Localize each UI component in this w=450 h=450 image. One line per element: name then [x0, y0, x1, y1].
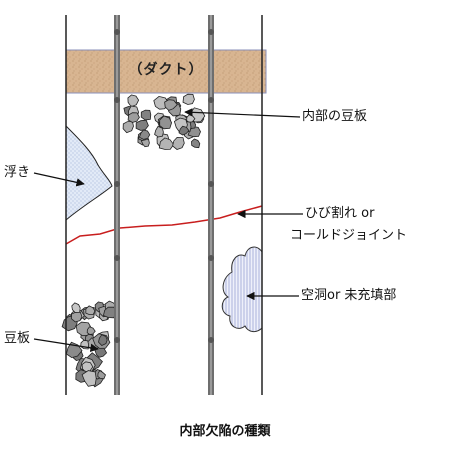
- internal-honeycomb-aggregate: [122, 93, 206, 150]
- aggregate-stone: [159, 115, 173, 130]
- aggregate-stone: [140, 109, 152, 121]
- rebar-tie-dot: [114, 337, 120, 343]
- aggregate-stone: [172, 136, 185, 150]
- aggregate-stone: [127, 112, 140, 123]
- aggregate-stone: [138, 129, 151, 140]
- arrow-float: [33, 172, 85, 187]
- diagram-caption: 内部欠陥の種類: [179, 424, 271, 439]
- rebar-ties: [114, 29, 214, 343]
- rebar-tie-dot: [114, 29, 120, 35]
- aggregate-stone: [86, 326, 96, 335]
- label-void: 空洞or 未充填部: [301, 288, 397, 303]
- label-crack-line1: ひび割れ or: [305, 206, 375, 221]
- aggregate-stone: [154, 125, 164, 138]
- arrow-honeycomb: [33, 338, 99, 352]
- aggregate-stone: [187, 126, 201, 138]
- aggregate-stone: [71, 311, 83, 323]
- float-defect: [65, 124, 113, 222]
- aggregate-stone: [164, 99, 178, 111]
- duct-label: （ダクト）: [128, 62, 204, 78]
- aggregate-stone: [135, 119, 149, 131]
- rebar-tie-dot: [208, 255, 214, 261]
- aggregate-stone: [158, 137, 175, 150]
- rebar-tie-dot: [114, 255, 120, 261]
- honeycomb-aggregate: [61, 300, 118, 388]
- duct-band: [65, 49, 267, 94]
- aggregate-stone: [191, 138, 201, 149]
- aggregate-stone: [71, 302, 81, 313]
- rebar-tie-dot: [208, 337, 214, 343]
- aggregate-stone: [97, 369, 106, 380]
- rebar-tie-dot: [208, 29, 214, 35]
- label-crack-line2: コールドジョイント: [290, 228, 408, 243]
- aggregate-stone: [102, 306, 118, 319]
- arrow-internal-honeycomb: [184, 108, 301, 118]
- rebar-tie-dot: [208, 97, 214, 103]
- aggregate-stone: [122, 120, 134, 134]
- rebar-tie-dot: [114, 181, 120, 187]
- void-defect: [221, 246, 263, 333]
- label-float: 浮き: [4, 165, 31, 180]
- aggregate-stone: [81, 370, 97, 387]
- rebar-tie-dot: [208, 181, 214, 187]
- aggregate-stone: [140, 138, 150, 148]
- aggregate-stone: [182, 93, 195, 105]
- aggregate-stone: [98, 334, 108, 346]
- aggregate-stone: [85, 305, 96, 316]
- label-internal-honeycomb: 内部の豆板: [302, 109, 368, 124]
- crack-line: [65, 205, 263, 245]
- rebar-tie-dot: [114, 97, 120, 103]
- aggregate-stone: [178, 125, 190, 136]
- label-honeycomb: 豆板: [4, 331, 31, 346]
- aggregate-stone: [127, 94, 140, 108]
